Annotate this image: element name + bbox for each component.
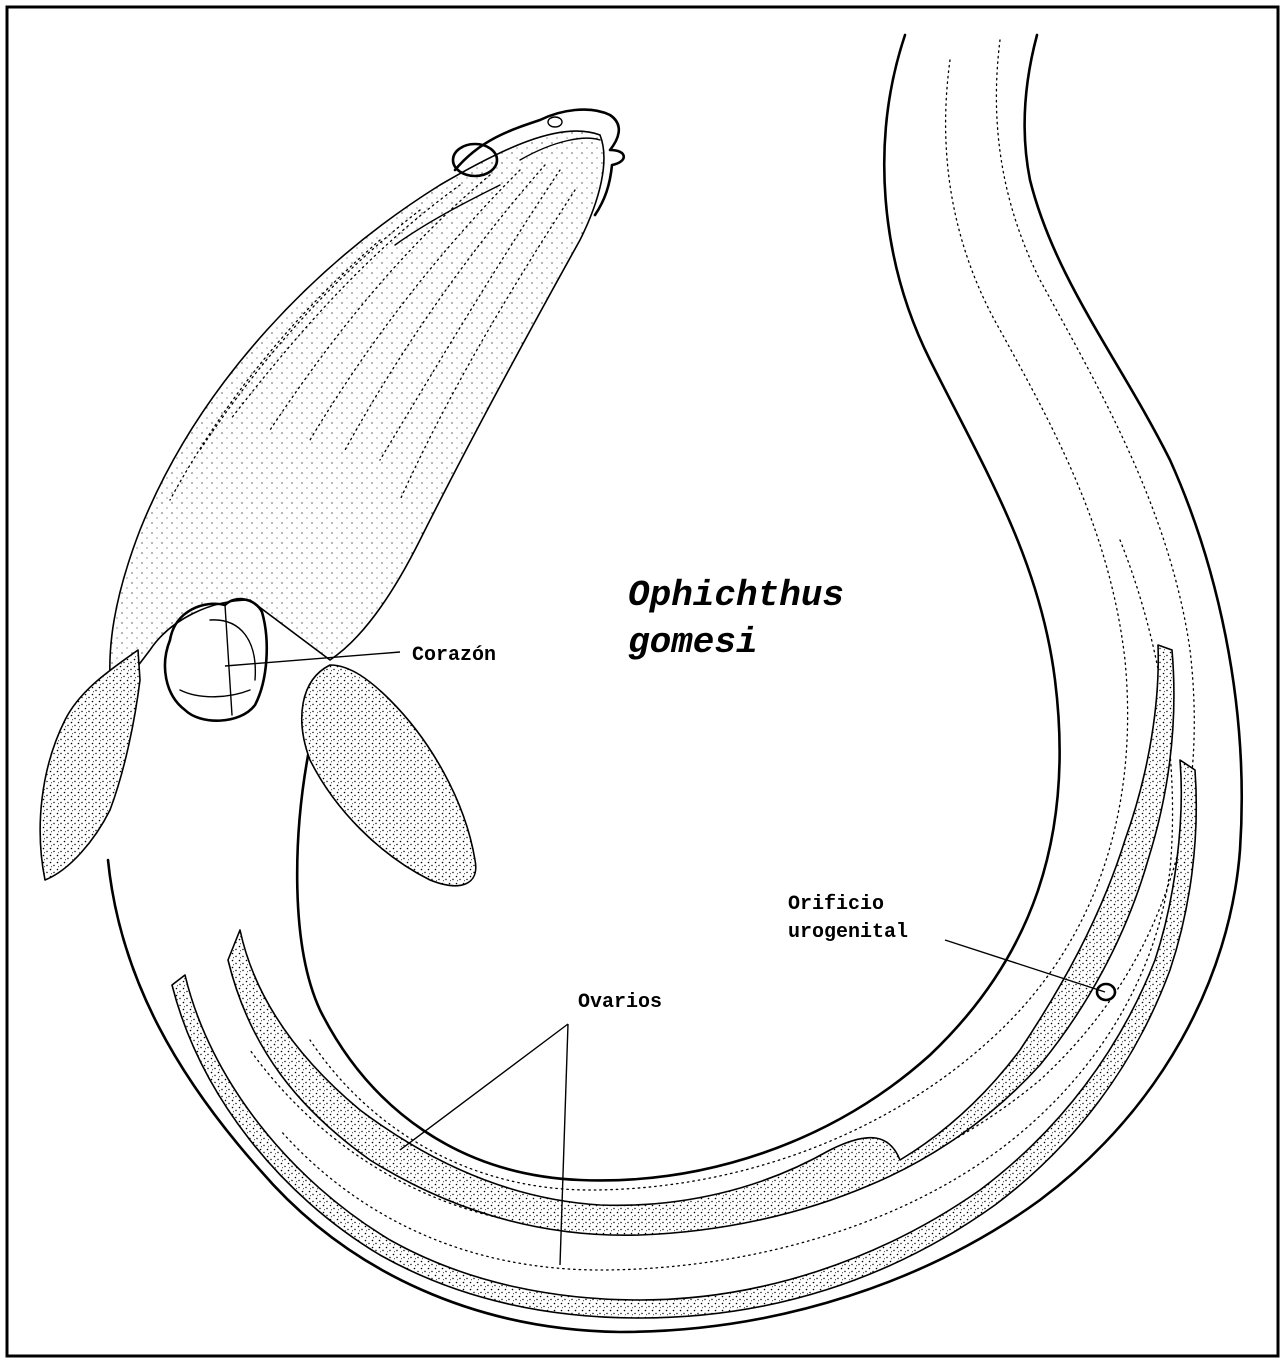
species-title-line2: gomesi xyxy=(628,622,758,663)
heart-label: Corazón xyxy=(412,644,496,667)
urogenital-label-line2: urogenital xyxy=(788,921,908,944)
species-title-line1: Ophichthus xyxy=(628,575,844,616)
ovaries-label: Ovarios xyxy=(578,991,662,1014)
urogenital-label-line1: Orificio xyxy=(788,893,884,916)
